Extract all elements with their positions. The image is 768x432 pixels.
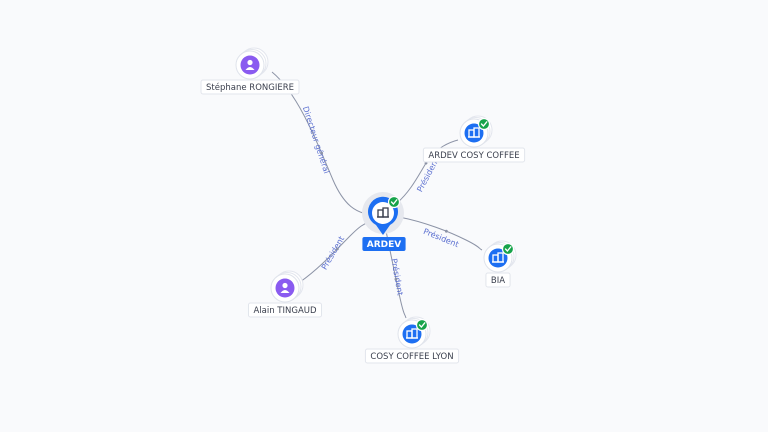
building-icon xyxy=(406,328,418,339)
node-alain[interactable]: Alain TINGAUD xyxy=(247,270,323,318)
edge-label: Directeur général xyxy=(301,105,332,175)
verified-check-icon xyxy=(501,242,515,256)
node-label: Alain TINGAUD xyxy=(253,306,317,316)
edge-arrow xyxy=(320,151,324,155)
edge-alain-ardev: Président xyxy=(299,221,369,283)
node-label: ARDEV COSY COFFEE xyxy=(428,151,519,161)
node-label-box xyxy=(364,348,460,364)
edge-line xyxy=(385,230,407,319)
node-ardev[interactable]: ARDEV xyxy=(362,192,406,251)
building-icon xyxy=(468,127,480,138)
node-label: BIA xyxy=(491,276,505,286)
building-icon xyxy=(492,252,504,263)
edge-arrow xyxy=(394,277,398,281)
center-label: ARDEV xyxy=(367,240,402,250)
node-ardev-cosy[interactable]: ARDEV COSY COFFEE xyxy=(422,115,526,163)
person-icon xyxy=(245,59,255,70)
building-icon xyxy=(377,207,389,218)
verified-check-icon xyxy=(415,318,429,332)
edge-ardev-bia: Président xyxy=(398,216,483,251)
person-icon xyxy=(280,282,290,293)
node-cosy-lyon[interactable]: COSY COFFEE LYON xyxy=(364,316,460,364)
node-label-box xyxy=(422,147,526,163)
verified-check-icon xyxy=(477,117,491,131)
node-bia[interactable]: BIA xyxy=(483,240,517,288)
node-label: Stéphane RONGIERE xyxy=(206,82,294,93)
node-label-box xyxy=(247,302,323,318)
center-label-box xyxy=(362,237,406,251)
edge-line xyxy=(398,216,483,251)
edge-arrow xyxy=(336,247,339,251)
node-label-box xyxy=(200,79,300,95)
edge-arrow xyxy=(444,229,448,233)
verified-check-icon xyxy=(387,195,401,209)
node-label-box xyxy=(485,272,511,288)
node-label: COSY COFFEE LYON xyxy=(370,352,453,362)
edge-label: Président xyxy=(389,258,405,296)
edge-line xyxy=(299,221,369,283)
node-stephane[interactable]: Stéphane RONGIERE xyxy=(200,47,300,95)
edge-label: Président xyxy=(319,234,346,271)
